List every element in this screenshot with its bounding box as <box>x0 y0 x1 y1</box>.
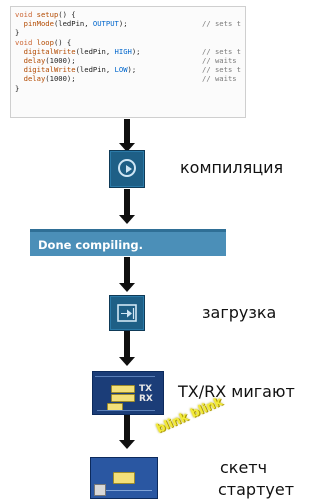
code-token: LOW <box>114 65 128 75</box>
code-token: delay <box>15 74 46 84</box>
play-circle-icon <box>118 159 136 177</box>
code-line: delay(1000); // waits <box>15 74 241 83</box>
code-token: digitalWrite <box>15 65 76 75</box>
tx-rx-board-photo: TX RX <box>92 371 164 415</box>
code-line: void setup() { <box>15 10 241 19</box>
compile-label: компиляция <box>180 158 284 177</box>
code-token: OUTPUT <box>92 19 119 29</box>
board-rx-label: RX <box>139 394 153 404</box>
code-token: } <box>15 83 20 93</box>
code-token: setup <box>36 10 59 19</box>
board-trace <box>94 490 152 491</box>
code-token: digitalWrite <box>15 46 76 56</box>
upload-arrow-icon <box>117 304 137 322</box>
flow-arrow-head <box>119 143 135 152</box>
code-token: void <box>15 37 37 47</box>
code-line: digitalWrite(ledPin, HIGH); // sets t <box>15 47 241 56</box>
code-comment: // sets t <box>202 65 241 75</box>
flow-arrow-shaft <box>124 331 130 359</box>
rx-led <box>111 394 135 402</box>
play-triangle-icon <box>126 164 132 173</box>
code-comment: // waits <box>202 74 237 84</box>
code-line: digitalWrite(ledPin, LOW); // sets t <box>15 65 241 74</box>
compile-button[interactable] <box>109 150 145 188</box>
code-token: void <box>15 10 37 19</box>
code-token: ); <box>131 46 141 56</box>
code-comment: // sets t <box>202 46 241 56</box>
code-token: (1000); <box>45 74 76 84</box>
board-trace <box>97 410 155 411</box>
code-token: delay <box>15 55 46 65</box>
compile-status-bar: Done compiling. <box>30 229 226 256</box>
sketch-label-line2: стартует <box>218 480 295 499</box>
upload-button[interactable] <box>109 295 145 331</box>
txrx-label: TX/RX мигают <box>178 382 295 401</box>
code-token: loop <box>36 37 54 47</box>
code-editor: void setup() { pinMode(ledPin, OUTPUT);/… <box>10 6 246 118</box>
code-token: HIGH <box>114 46 132 56</box>
flow-arrow-head <box>119 440 135 449</box>
flow-arrow-head <box>119 357 135 366</box>
code-token: pinMode <box>15 19 54 29</box>
status-text: Done compiling. <box>38 238 143 252</box>
tx-led <box>111 385 135 393</box>
code-comment: // sets t <box>202 19 241 29</box>
code-token: (ledPin, <box>75 65 115 75</box>
upload-label: загрузка <box>202 303 277 322</box>
blinking-led <box>113 472 135 484</box>
board-trace <box>95 376 155 377</box>
code-token: } <box>15 28 20 38</box>
code-line: pinMode(ledPin, OUTPUT); // sets t <box>15 19 241 28</box>
code-token: (ledPin, <box>75 46 115 56</box>
board-connector <box>94 484 106 496</box>
code-token: () { <box>58 10 76 19</box>
code-line: } <box>15 84 241 93</box>
flow-arrow-shaft <box>124 257 130 285</box>
code-token: ); <box>127 65 137 75</box>
board-tx-label: TX <box>139 384 153 394</box>
flow-arrow-shaft <box>124 415 130 443</box>
code-line: delay(1000); // waits <box>15 56 241 65</box>
code-comment: // waits <box>202 55 237 65</box>
code-line: } <box>15 28 241 37</box>
flow-arrow-shaft <box>124 189 130 217</box>
sketch-label-line1: скетч <box>220 458 268 477</box>
code-token: ); <box>118 19 128 29</box>
sketch-board-photo <box>90 457 158 499</box>
code-line: void loop() { <box>15 38 241 47</box>
code-token: (1000); <box>45 55 76 65</box>
flow-arrow-head <box>119 283 135 292</box>
flow-arrow-shaft <box>124 119 130 145</box>
code-token: (ledPin, <box>53 19 93 29</box>
flow-arrow-head <box>119 215 135 224</box>
code-token: () { <box>53 37 72 47</box>
